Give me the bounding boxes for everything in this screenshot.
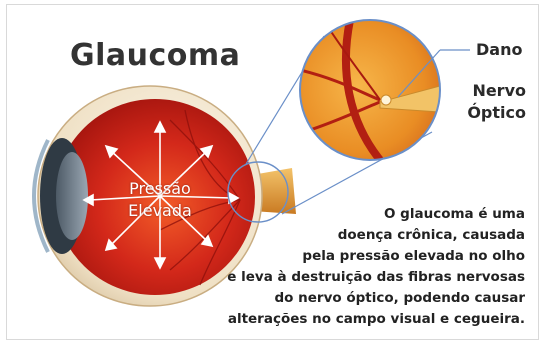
lens <box>56 152 88 240</box>
pressure-label: Pressão Elevada <box>110 178 210 222</box>
description-line: e leva à destruição das fibras nervosas <box>205 267 525 288</box>
damage-label: Dano <box>476 40 522 59</box>
description-line: pela pressão elevada no olho <box>205 246 525 267</box>
optic-nerve-label-line1: Nervo <box>464 80 526 102</box>
description-line: doença crônica, causada <box>205 225 525 246</box>
description-text: O glaucoma é uma doença crônica, causada… <box>205 204 525 330</box>
page-title: Glaucoma <box>70 38 240 73</box>
optic-nerve-label-line2: Óptico <box>464 102 526 124</box>
description-line: do nervo óptico, podendo causar <box>205 288 525 309</box>
pressure-label-line1: Pressão <box>110 178 210 200</box>
optic-nerve-label: Nervo Óptico <box>464 80 526 124</box>
description-line: alterações no campo visual e cegueira. <box>205 309 525 330</box>
zoom-view <box>290 10 460 180</box>
pressure-label-line2: Elevada <box>110 200 210 222</box>
description-line: O glaucoma é uma <box>205 204 525 225</box>
